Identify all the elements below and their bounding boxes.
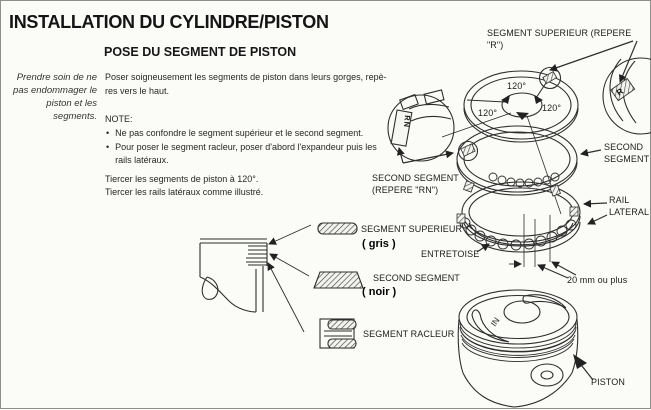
note-label: NOTE:: [105, 114, 133, 124]
label-segment-superieur-repere-r: SEGMENT SUPERIEUR (REPERE "R"): [487, 28, 632, 50]
angle-label-top: 120°: [507, 81, 527, 91]
legend-item-label: SEGMENT RACLEUR: [363, 329, 455, 339]
legend-color-note: ( noir ): [362, 286, 397, 298]
mark-in-text: IN: [488, 315, 501, 328]
note-item: • Ne pas confondre le segment supérieur …: [106, 127, 363, 140]
tiercage-instructions: Tiercer les segments de piston à 120°. T…: [105, 174, 264, 197]
magnifier-mark-rn: RN: [387, 89, 455, 164]
intro-paragraph: Poser soigneusement les segments de pist…: [105, 72, 387, 96]
oil-ring-assembly-drawing: [456, 180, 608, 279]
piston-cross-section-drawing: [199, 238, 268, 313]
page-title: INSTALLATION DU CYLINDRE/PISTON: [9, 12, 329, 32]
label-rail-lateral: RAIL LATERAL: [609, 195, 650, 217]
label-entretoise: ENTRETOISE: [421, 249, 480, 259]
second-ring-drawing: [456, 125, 602, 196]
label-second-segment-repere-rn: SECOND SEGMENT (REPERE "RN"): [372, 173, 459, 195]
label-piston: PISTON: [591, 377, 625, 387]
note-item-text: Ne pas confondre le segment supérieur et…: [115, 128, 364, 138]
bullet-icon: •: [106, 128, 110, 138]
section-subtitle: POSE DU SEGMENT DE PISTON: [104, 45, 297, 59]
legend-item-label: SECOND SEGMENT: [373, 273, 460, 283]
angle-label-right: 120°: [542, 103, 562, 113]
label-second-segment: SECOND SEGMENT: [604, 142, 650, 164]
bullet-icon: •: [106, 142, 110, 152]
label-gap-spacing: 20 mm ou plus: [567, 275, 628, 285]
caution-note: Prendre soin de ne pas endommager le pis…: [13, 72, 97, 122]
magnifier-mark-r: R: [602, 57, 651, 135]
legend-color-note: ( gris ): [362, 238, 396, 250]
mark-rn-text: RN: [402, 115, 412, 129]
angle-label-left: 120°: [478, 108, 498, 118]
note-item-text: Pour poser le segment racleur, poser d'a…: [115, 142, 377, 165]
ring-profile-legend-shapes: [267, 222, 364, 349]
mark-r-text: R: [614, 86, 625, 98]
piston-drawing: IN: [457, 289, 594, 408]
note-item: • Pour poser le segment racleur, poser d…: [106, 141, 377, 167]
legend-item-label: SEGMENT SUPERIEUR: [361, 224, 463, 234]
